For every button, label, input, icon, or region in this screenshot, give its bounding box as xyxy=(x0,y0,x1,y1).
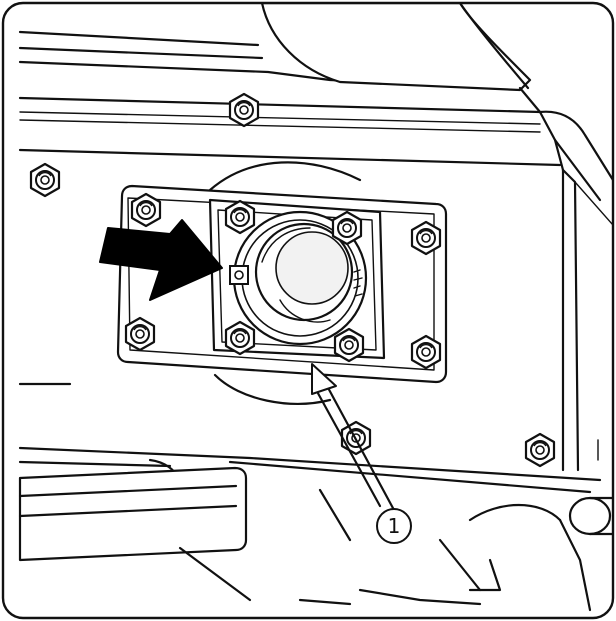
hex-bolt-icon xyxy=(29,162,61,198)
hex-bolt-icon xyxy=(224,199,256,235)
hex-bolt-icon xyxy=(331,210,363,246)
right-side-panel xyxy=(518,86,613,472)
right-pipe xyxy=(568,439,613,536)
hex-bolt-icon xyxy=(333,327,365,363)
arrow-right-icon xyxy=(99,219,223,301)
hex-bolt-icon xyxy=(524,432,556,468)
hex-bolt-icon xyxy=(124,316,156,352)
grease-fitting xyxy=(229,265,249,285)
lower-structure xyxy=(178,488,592,612)
bearing-assembly xyxy=(229,210,368,346)
frame-plate xyxy=(18,119,562,167)
top-housing xyxy=(260,3,532,92)
drawing-content: 1 xyxy=(18,3,613,612)
hex-bolt-icon xyxy=(130,192,162,228)
callout-leader-arrow xyxy=(311,363,396,512)
callout-label-1: 1 xyxy=(388,514,401,538)
hex-bolt-icon xyxy=(410,220,442,256)
hex-bolt-icon xyxy=(228,92,260,128)
callout-bubble-1: 1 xyxy=(376,508,412,544)
lower-cross-member xyxy=(18,446,602,494)
lower-left-beam xyxy=(18,466,248,562)
hex-bolt-icon xyxy=(410,334,442,370)
hex-bolt-icon xyxy=(224,320,256,356)
upper-frame-rail xyxy=(18,30,542,125)
